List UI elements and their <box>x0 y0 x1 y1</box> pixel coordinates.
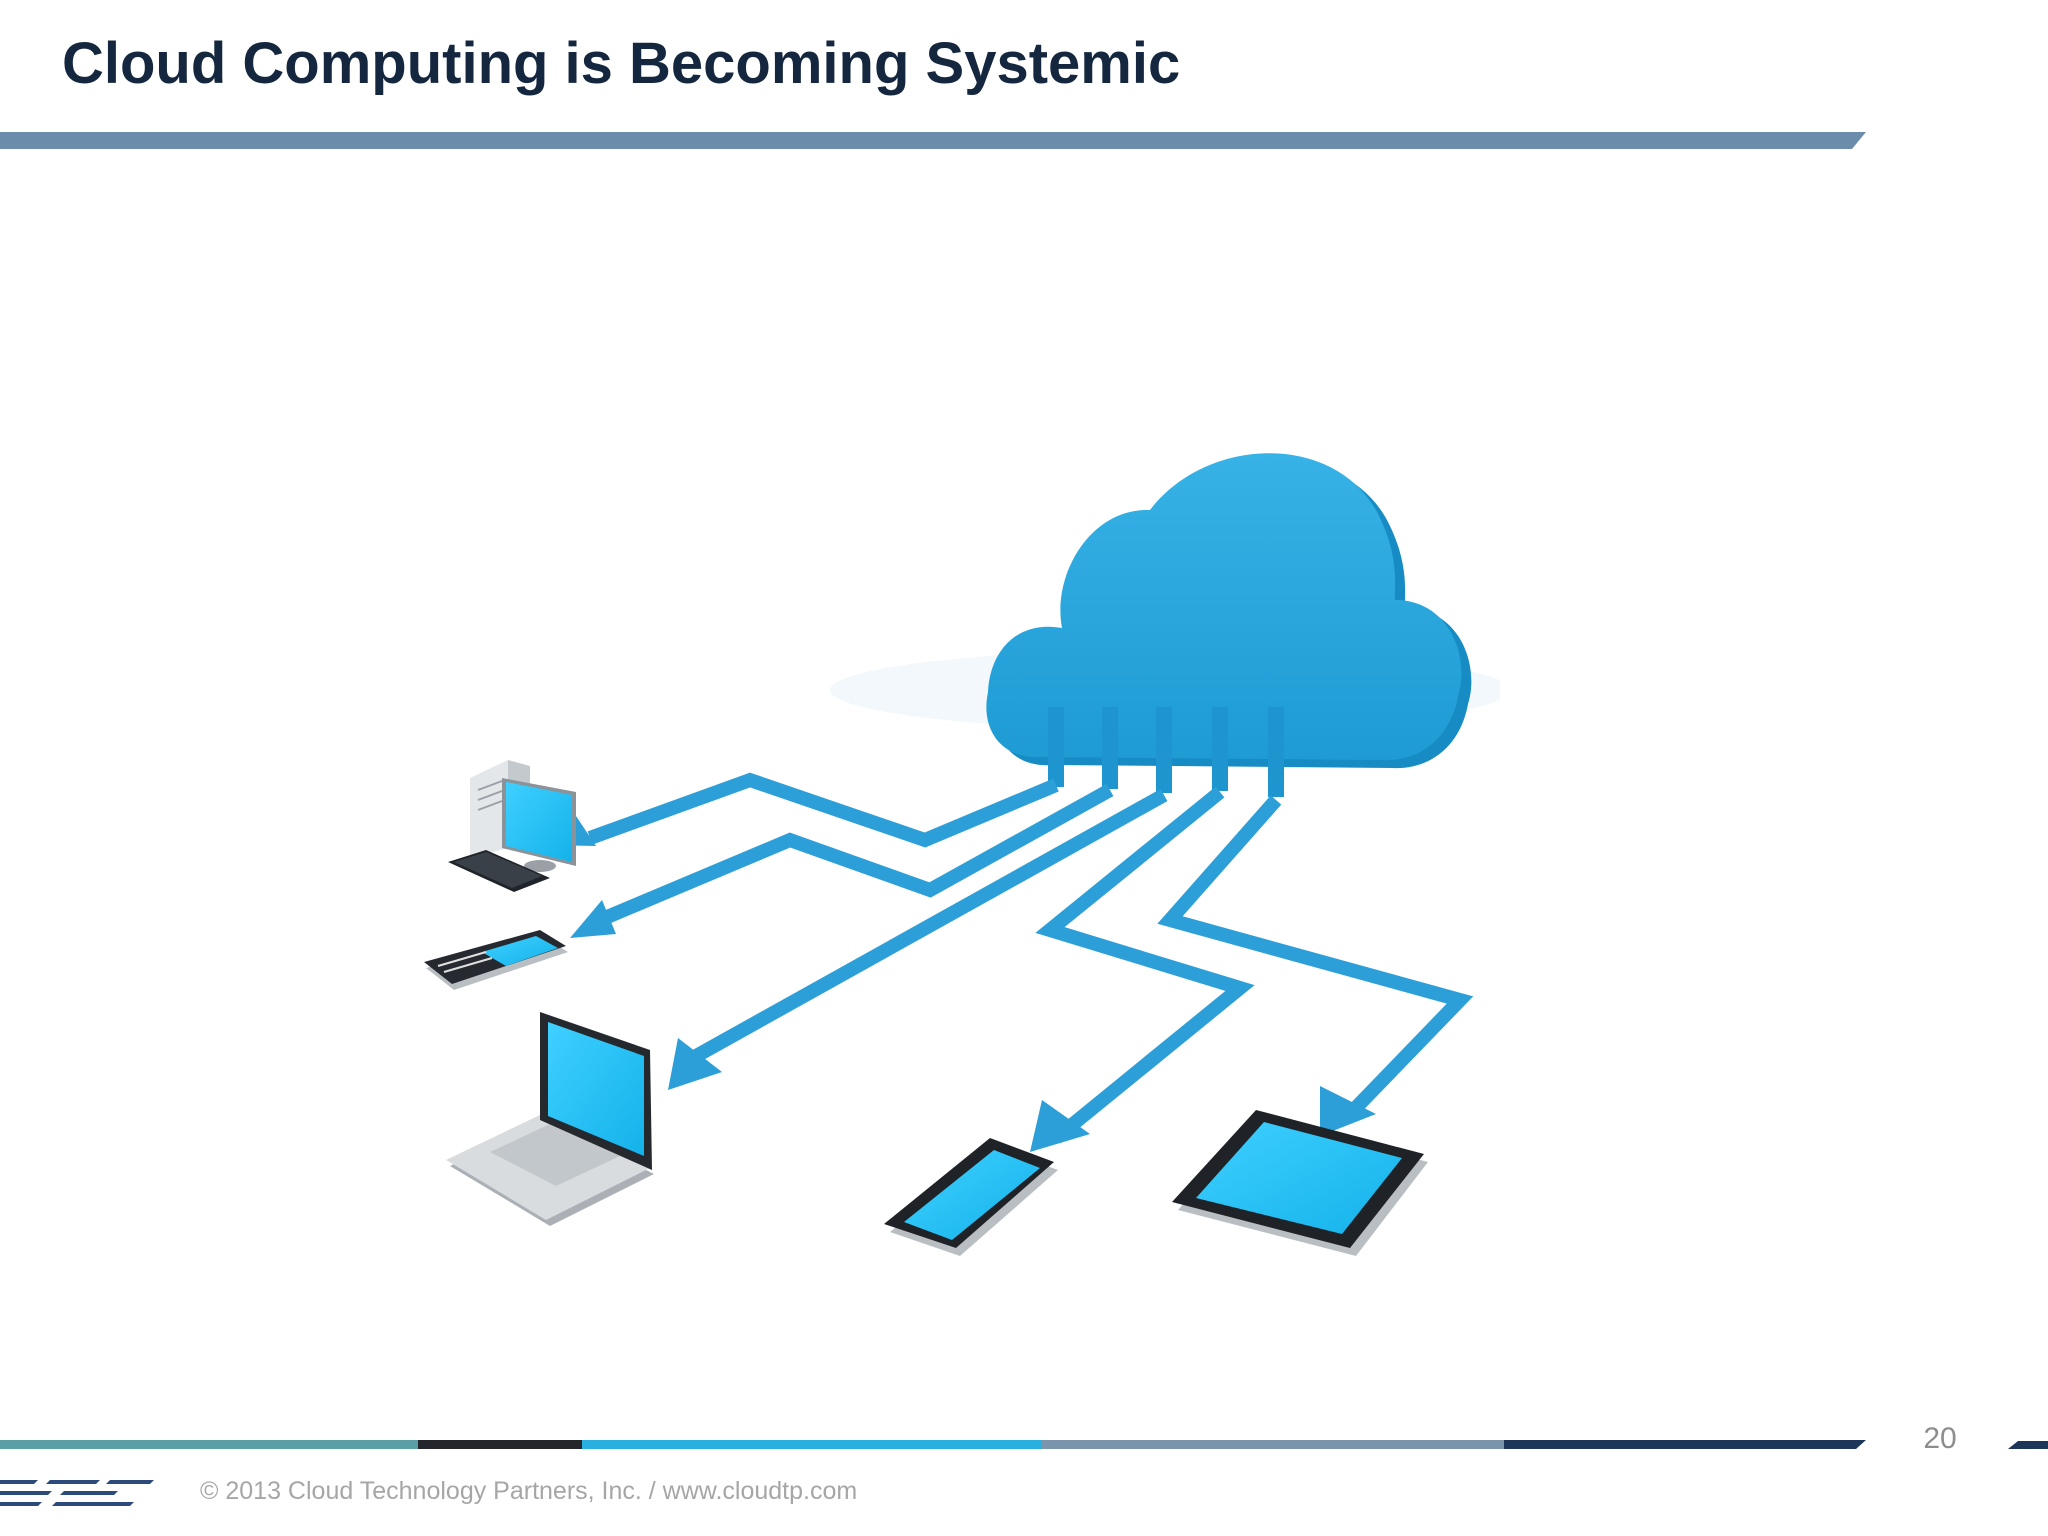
company-logo-icon <box>0 1480 154 1506</box>
title-underline-rule <box>0 132 1866 149</box>
arrow-to-feature-phone <box>597 783 1114 927</box>
cloud-icon <box>830 453 1500 769</box>
page-number: 20 <box>1923 1422 1957 1455</box>
arrow-to-tablet <box>1157 795 1474 1123</box>
data-flow-arrows <box>587 772 1474 1144</box>
arrow-to-smartphone <box>1035 786 1255 1144</box>
footer-color-bar <box>0 1440 1866 1449</box>
feature-phone-icon <box>424 930 568 990</box>
desktop-computer-icon <box>448 760 576 892</box>
tablet-icon <box>1172 1110 1428 1256</box>
laptop-icon <box>446 1012 654 1226</box>
slide-title: Cloud Computing is Becoming Systemic <box>62 31 1181 96</box>
corner-accent-bar <box>2008 1441 2048 1449</box>
copyright-footer: © 2013 Cloud Technology Partners, Inc. /… <box>200 1477 858 1505</box>
cloud-connector-pipes <box>1048 707 1284 797</box>
cloud-network-illustration <box>424 453 1500 1256</box>
arrow-to-laptop <box>676 788 1168 1072</box>
arrow-to-desktop <box>587 772 1059 848</box>
smartphone-icon <box>884 1138 1058 1256</box>
